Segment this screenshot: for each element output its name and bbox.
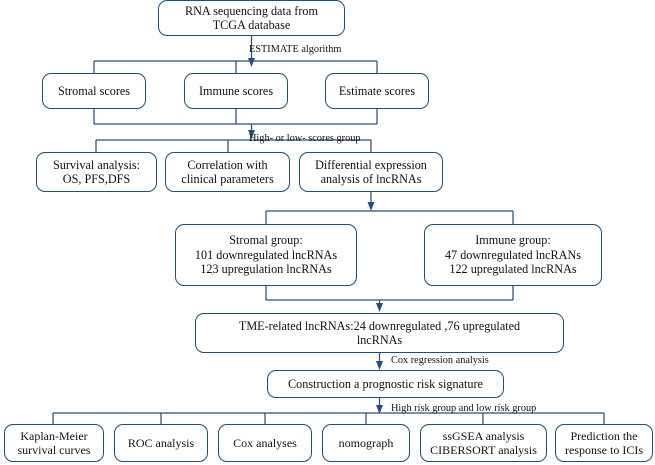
node-cox-analyses[interactable]: Cox analyses bbox=[218, 424, 312, 462]
node-estimate-scores[interactable]: Estimate scores bbox=[325, 73, 429, 109]
node-kaplan-meier[interactable]: Kaplan-Meier survival curves bbox=[4, 424, 104, 462]
node-roc-analysis[interactable]: ROC analysis bbox=[114, 424, 208, 462]
edge-label-score-group: High- or low- scores group bbox=[249, 133, 361, 144]
node-label: nomograph bbox=[338, 435, 394, 450]
node-ici-prediction[interactable]: Prediction the response to ICIs bbox=[555, 424, 653, 462]
node-label: Immune scores bbox=[198, 83, 274, 98]
node-label: ROC analysis bbox=[127, 435, 195, 450]
node-rna-source[interactable]: RNA sequencing data from TCGA database bbox=[158, 0, 345, 36]
node-stromal-group[interactable]: Stromal group: 101 downregulated lncRNAs… bbox=[175, 224, 357, 286]
node-clinical-correlation[interactable]: Correlation with clinical parameters bbox=[165, 152, 290, 192]
node-risk-signature[interactable]: Construction a prognostic risk signature bbox=[267, 370, 504, 398]
node-label: Kaplan-Meier survival curves bbox=[17, 428, 91, 457]
node-label: ssGSEA analysis CIBERSORT analysis bbox=[430, 428, 537, 457]
node-label: Cox analyses bbox=[233, 435, 297, 450]
node-immune-scores[interactable]: Immune scores bbox=[184, 73, 288, 109]
node-ssgsea-cibersort[interactable]: ssGSEA analysis CIBERSORT analysis bbox=[420, 424, 547, 462]
edge-label-risk-group-split: High risk group and low risk group bbox=[391, 403, 537, 414]
edge-label-estimate-algorithm: ESTIMATE algorithm bbox=[249, 44, 342, 55]
node-immune-group[interactable]: Immune group: 47 downregulated lncRANs 1… bbox=[424, 224, 602, 286]
node-label: RNA sequencing data from TCGA database bbox=[184, 3, 318, 32]
node-stromal-scores[interactable]: Stromal scores bbox=[42, 73, 146, 109]
node-label: Survival analysis: OS, PFS,DFS bbox=[53, 157, 140, 186]
node-label: Stromal scores bbox=[57, 83, 131, 98]
edge-label-cox-regression: Cox regression analysis bbox=[391, 355, 489, 366]
node-tme-related-lncrnas[interactable]: TME-related lncRNAs:24 downregulated ,76… bbox=[195, 313, 564, 353]
node-label: TME-related lncRNAs:24 downregulated ,76… bbox=[238, 318, 521, 347]
node-label: Prediction the response to ICIs bbox=[565, 428, 643, 457]
node-label: Estimate scores bbox=[338, 83, 416, 98]
node-label: Differential expression analysis of lncR… bbox=[315, 157, 427, 186]
node-nomograph[interactable]: nomograph bbox=[322, 424, 410, 462]
node-survival-analysis[interactable]: Survival analysis: OS, PFS,DFS bbox=[36, 152, 157, 192]
node-label: Correlation with clinical parameters bbox=[181, 157, 274, 186]
node-label: Construction a prognostic risk signature bbox=[288, 376, 483, 391]
node-label: Stromal group: 101 downregulated lncRNAs… bbox=[194, 233, 338, 277]
node-differential-analysis[interactable]: Differential expression analysis of lncR… bbox=[299, 152, 443, 192]
node-label: Immune group: 47 downregulated lncRANs 1… bbox=[444, 233, 582, 277]
